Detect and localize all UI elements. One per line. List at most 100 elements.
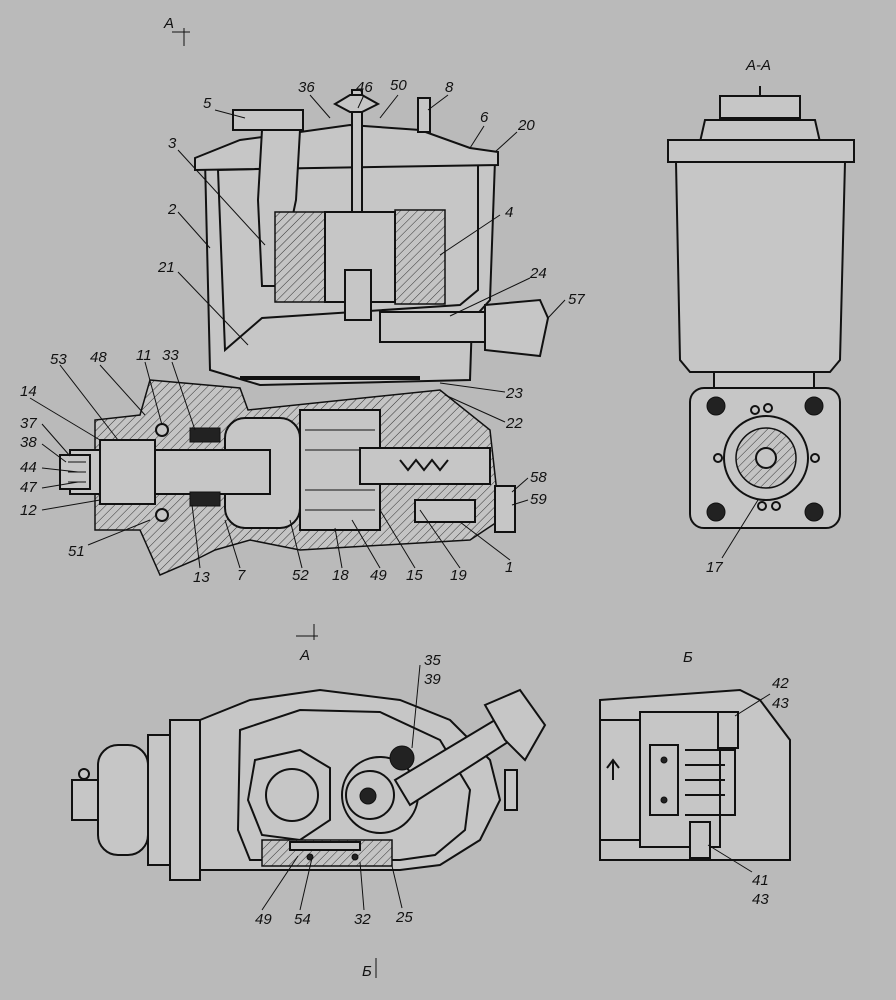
shaft-pulley-hub — [99, 439, 156, 505]
br-coil — [685, 749, 736, 816]
aa-port-3 — [713, 453, 723, 463]
callout-15: 15 — [406, 567, 423, 584]
aa-cover-rim — [667, 139, 855, 163]
callout-32: 32 — [354, 911, 371, 928]
bl-outlet-fitting — [483, 688, 547, 762]
br-coil-lines — [685, 764, 725, 796]
leader-35 — [411, 664, 421, 749]
leader-lines-main — [29, 94, 566, 569]
callout-7: 7 — [237, 567, 246, 584]
callout-25: 25 — [395, 909, 413, 926]
callout-3: 3 — [168, 135, 177, 152]
valve-spring — [399, 458, 449, 472]
callout-37: 37 — [20, 415, 37, 432]
bolt-bottom — [155, 508, 169, 522]
callout-48: 48 — [90, 349, 107, 366]
bl-seal — [289, 841, 361, 851]
callout-38: 38 — [20, 434, 37, 451]
callout-4: 4 — [505, 204, 513, 221]
reservoir-cover — [194, 123, 499, 172]
callout-17: 17 — [706, 559, 723, 576]
aa-bolt-2 — [804, 396, 824, 416]
view-aa-title: А-А — [745, 57, 771, 74]
callout-50: 50 — [390, 77, 407, 94]
callout-2: 2 — [167, 201, 177, 218]
aa-bolt-4 — [804, 502, 824, 522]
bl-pin — [78, 768, 90, 780]
bottom-left-view: 35 39 49 54 32 25 Б — [71, 652, 547, 980]
callout-18: 18 — [332, 567, 349, 584]
leader-41 — [707, 844, 753, 873]
callout-52: 52 — [292, 567, 309, 584]
callout-46: 46 — [356, 79, 373, 96]
callout-51: 51 — [68, 543, 85, 560]
callout-6: 6 — [480, 109, 489, 126]
bl-filter-element — [265, 768, 319, 822]
relief-valve — [414, 499, 476, 523]
br-left-block — [599, 719, 641, 841]
filter-valve — [344, 269, 372, 321]
bl-seal-dot-2 — [351, 853, 359, 861]
br-plate — [649, 744, 679, 816]
callout-1: 1 — [505, 559, 513, 576]
callout-36: 36 — [298, 79, 315, 96]
callout-49: 49 — [370, 567, 387, 584]
aa-port-6 — [771, 501, 781, 511]
leader-32 — [359, 861, 365, 911]
bl-ball — [389, 745, 415, 771]
callout-53: 53 — [50, 351, 67, 368]
leader-17 — [721, 499, 759, 559]
callout-5: 5 — [203, 95, 212, 112]
outlet-pipe — [379, 311, 491, 343]
bl-pulley — [97, 744, 149, 856]
callout-49b: 49 — [255, 911, 272, 928]
seal-bottom — [189, 491, 221, 507]
leader-42 — [734, 693, 771, 717]
callout-11: 11 — [136, 347, 152, 364]
view-aa: А-А 17 — [667, 57, 855, 576]
filler-cap — [232, 109, 304, 131]
aa-port-2 — [763, 403, 773, 413]
leader-54 — [299, 857, 313, 911]
valve-plug — [494, 485, 516, 533]
callout-14: 14 — [20, 383, 37, 400]
callout-19: 19 — [450, 567, 467, 584]
bl-valve-nut — [359, 787, 377, 805]
callout-43a: 43 — [772, 695, 789, 712]
callout-47: 47 — [20, 479, 37, 496]
seal-top — [189, 427, 221, 443]
callout-24: 24 — [529, 265, 547, 282]
br-plate-bolt-2 — [660, 796, 668, 804]
aa-neck — [713, 371, 815, 389]
aa-port-4 — [810, 453, 820, 463]
callout-59: 59 — [530, 491, 547, 508]
section-mark-b-bottom: Б — [362, 963, 372, 980]
aa-rotor-hub — [755, 447, 777, 469]
wing-nut — [332, 94, 381, 113]
callout-8: 8 — [445, 79, 454, 96]
bl-inner-wall — [236, 708, 472, 861]
section-mark-a-top: А — [163, 15, 174, 32]
callout-13: 13 — [193, 569, 210, 586]
callout-54: 54 — [294, 911, 311, 928]
filter-left — [274, 211, 328, 303]
callout-35: 35 — [424, 652, 441, 669]
aa-reservoir — [674, 161, 847, 373]
callout-23: 23 — [505, 385, 523, 402]
callout-42: 42 — [772, 675, 789, 692]
callout-58: 58 — [530, 469, 547, 486]
aa-bolt-1 — [706, 396, 726, 416]
leader-49b — [261, 855, 299, 911]
bottom-right-view: Б 42 43 41 43 — [599, 649, 791, 908]
leader-25 — [391, 865, 403, 909]
callout-22: 22 — [505, 415, 523, 432]
callout-41: 41 — [752, 872, 769, 889]
filter-right — [394, 209, 446, 305]
bl-nut — [71, 779, 99, 821]
callout-44: 44 — [20, 459, 37, 476]
br-arrow-icon — [606, 758, 620, 780]
callout-57: 57 — [568, 291, 585, 308]
callout-43b: 43 — [752, 891, 769, 908]
